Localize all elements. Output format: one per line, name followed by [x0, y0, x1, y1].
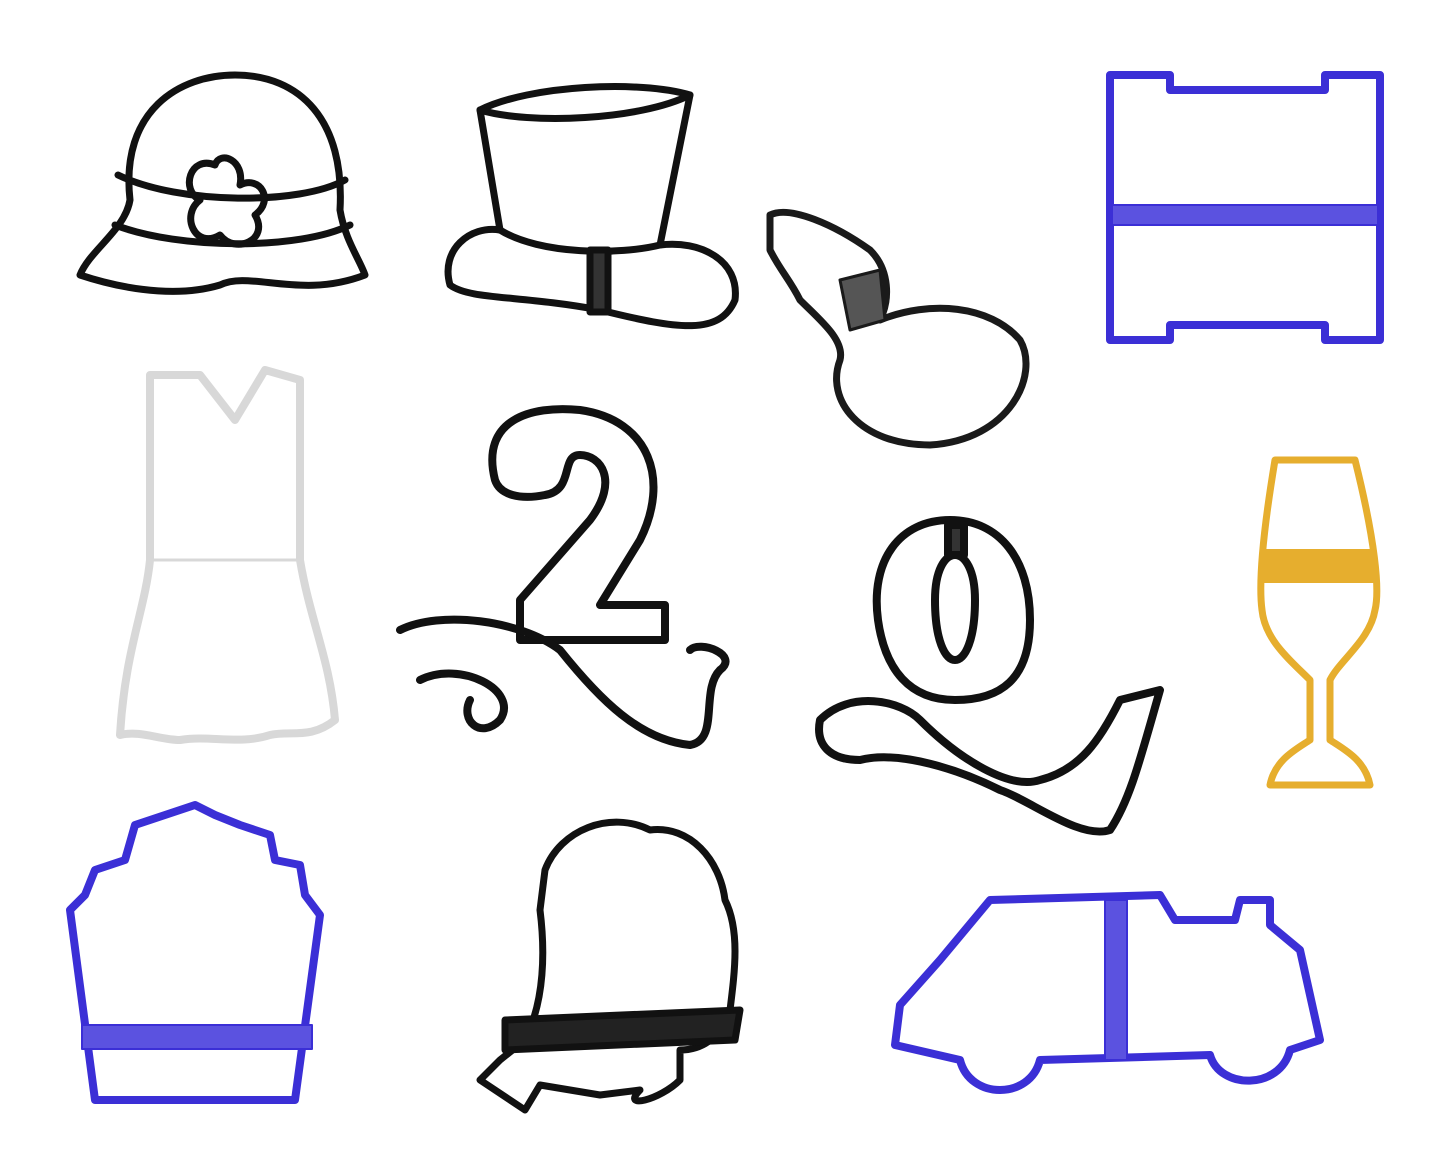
- flapper-head-cutter: [476, 818, 744, 1114]
- art-deco-cake-cutter: [66, 801, 324, 1104]
- tobacco-pipe-cutter: [766, 208, 1030, 449]
- art-deco-frame-cutter: [1106, 71, 1384, 344]
- top-hat-cutter: [444, 83, 739, 330]
- number-2-script-cutter: [396, 405, 730, 749]
- vintage-car-cutter: [891, 891, 1324, 1094]
- number-0-script-cutter: [815, 516, 1164, 836]
- cloche-hat-cutter: [76, 71, 369, 295]
- champagne-glass-cutter: [1257, 456, 1381, 789]
- flapper-dress-cutter: [116, 366, 339, 744]
